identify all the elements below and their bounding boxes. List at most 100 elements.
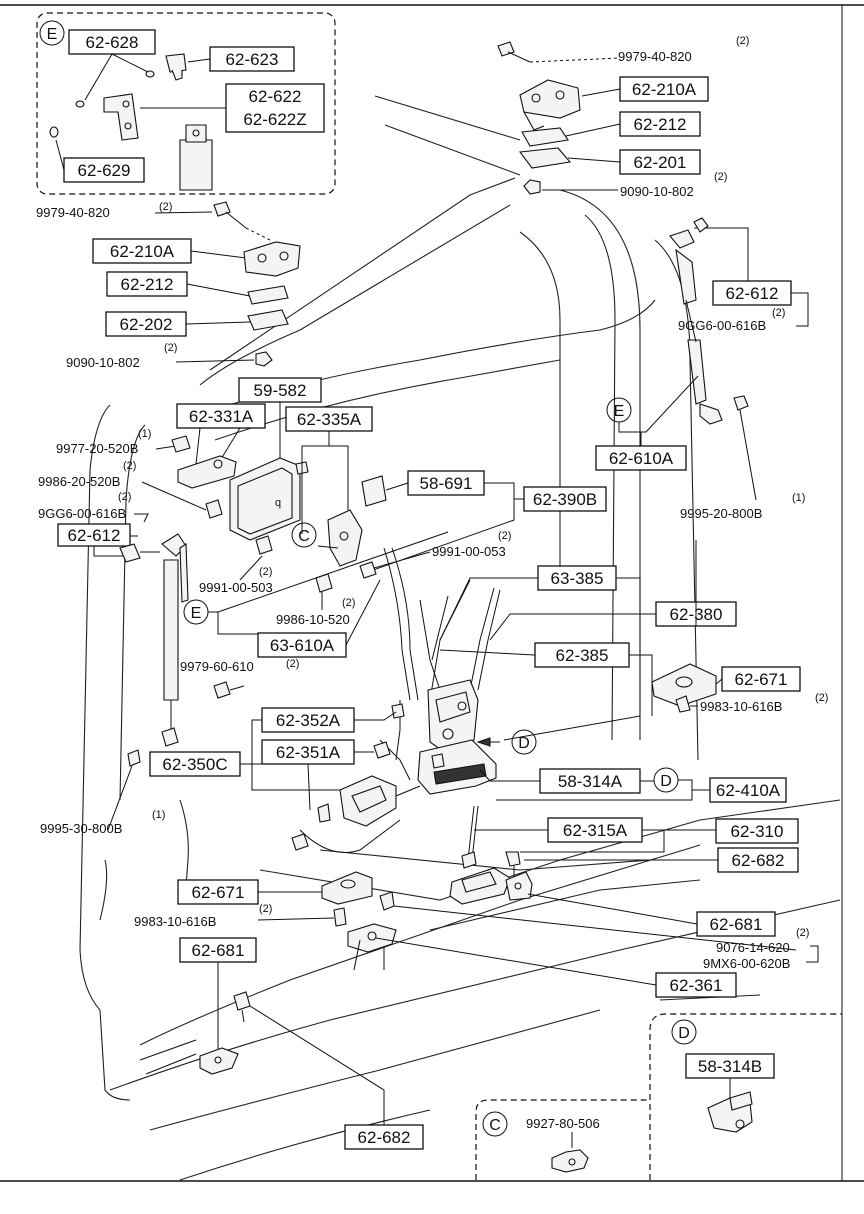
qty-9977-20-520b: (1)	[138, 428, 151, 440]
part-label-62-210a-l: 62-210A	[110, 242, 175, 261]
part-label-62-622z: 62-622Z	[243, 110, 306, 129]
inset-c-letter: C	[489, 1117, 501, 1134]
ref-9986-20-520b: 9986-20-520B	[38, 474, 120, 489]
ref-9986-10-520: 9986-10-520	[276, 612, 350, 627]
part-label-62-612-r: 62-612	[726, 284, 779, 303]
part-box-62-671-l	[177, 879, 259, 905]
part-box-62-315a	[547, 817, 643, 843]
part-label-62-201: 62-201	[634, 153, 687, 172]
right-gas-strut-group: 62-612 (2) 9GG6-00-616B E 62-610A (1) 99…	[595, 217, 809, 521]
part-box-62-671-r	[721, 666, 801, 692]
part-label-58-314a: 58-314A	[558, 772, 623, 791]
ref-9991-00-503: 9991-00-503	[199, 580, 273, 595]
callout-d-m-circle	[511, 729, 537, 755]
qty-9995-20-800b: (1)	[792, 492, 805, 504]
qty-9gg6-r: (2)	[772, 307, 785, 319]
inset-e-parts	[49, 53, 226, 191]
part-label-62-682-r: 62-682	[732, 851, 785, 870]
part-box-62-410a	[709, 777, 787, 803]
left-upper-components: 59-582 q 62-331A 62-335A (1) 9977-20-520…	[38, 377, 607, 747]
ref-9991-00-053: 9991-00-053	[432, 544, 506, 559]
part-box-62-622	[225, 83, 325, 133]
part-label-62-612-l: 62-612	[68, 526, 121, 545]
qty-9995-30-800b: (1)	[152, 809, 165, 821]
part-label-62-671-r: 62-671	[735, 670, 788, 689]
part-label-62-331a: 62-331A	[189, 407, 254, 426]
part-label-62-671-l: 62-671	[192, 883, 245, 902]
part-label-62-610a-r: 62-610A	[609, 449, 674, 468]
part-box-62-350c	[149, 751, 241, 777]
qty-9gg6-l: (2)	[118, 491, 131, 503]
part-label-62-352a: 62-352A	[276, 711, 341, 730]
ref-9995-30-800b: 9995-30-800B	[40, 821, 122, 836]
part-label-62-682-l: 62-682	[358, 1128, 411, 1147]
part-label-62-628: 62-628	[86, 33, 139, 52]
part-label-62-350c: 62-350C	[162, 755, 227, 774]
qty-9983-10-616b-r: (2)	[815, 692, 828, 704]
inset-d-letter: D	[678, 1025, 690, 1042]
part-box-62-310	[715, 818, 799, 844]
strikers-group: 62-671 9983-10-616B (2) (1) 9995-30-800B…	[40, 663, 828, 1150]
qty-9090-10-802-l: (2)	[164, 342, 177, 354]
part-label-62-629: 62-629	[78, 161, 131, 180]
qty-9983-10-616b-l: (2)	[259, 903, 272, 915]
inset-e-frame	[36, 12, 336, 195]
left-hinge-group: (2) 9979-40-820 62-210A 62-212 62-202 (2…	[36, 201, 301, 370]
part-box-62-361	[655, 972, 737, 998]
part-label-59-582: 59-582	[254, 381, 307, 400]
part-label-62-390b: 62-390B	[533, 490, 597, 509]
callout-d-r: D	[660, 773, 672, 790]
part-label-58-691: 58-691	[420, 474, 473, 493]
qty-9979-40-820-l: (2)	[159, 201, 172, 213]
part-label-62-385: 62-385	[556, 646, 609, 665]
part-label-62-210a-r: 62-210A	[632, 80, 697, 99]
part-label-62-361: 62-361	[670, 976, 723, 995]
part-box-62-629	[63, 157, 145, 183]
upper-right-hinge-group: (2) 9979-40-820 62-210A 62-212 62-201 90…	[497, 35, 749, 199]
qty-9090-10-802-r: (2)	[714, 171, 727, 183]
ref-9983-10-616b-l: 9983-10-616B	[134, 914, 216, 929]
qty-9986-20-520b: (2)	[123, 460, 136, 472]
ref-9gg6-r: 9GG6-00-616B	[678, 318, 766, 333]
part-label-62-212-l: 62-212	[121, 275, 174, 294]
part-label-63-385: 63-385	[551, 569, 604, 588]
ref-9076-14-620: 9076-14-620	[716, 940, 790, 955]
part-box-62-628	[68, 29, 156, 55]
part-label-62-681-r: 62-681	[710, 915, 763, 934]
inset-d-circle	[671, 1019, 697, 1045]
qty-9979-60-610: (2)	[286, 658, 299, 670]
part-label-62-681-l: 62-681	[192, 941, 245, 960]
inset-e: E 62-628 62-623 62-622 62-622Z 62-629	[36, 12, 336, 195]
ref-9gg6-l: 9GG6-00-616B	[38, 506, 126, 521]
part-box-62-212-r	[619, 111, 701, 137]
svg-text:q: q	[275, 497, 281, 509]
qty-9979-40-820-top: (2)	[736, 35, 749, 47]
callout-e-r: E	[614, 403, 625, 420]
part-box-62-331a	[176, 403, 266, 429]
vehicle-body-outline	[79, 95, 841, 1181]
part-box-62-681-r	[696, 911, 776, 937]
part-label-62-315a: 62-315A	[563, 821, 628, 840]
part-label-62-212-r: 62-212	[634, 115, 687, 134]
part-label-63-610a: 63-610A	[270, 636, 335, 655]
inset-c: C 9927-80-506	[475, 1099, 650, 1180]
ref-9979-40-820-top: 9979-40-820	[618, 49, 692, 64]
part-label-62-410a: 62-410A	[716, 781, 781, 800]
part-label-58-314b: 58-314B	[698, 1057, 762, 1076]
ref-9090-10-802-r: 9090-10-802	[620, 184, 694, 199]
part-box-62-201	[619, 149, 701, 175]
callout-c: C	[298, 528, 310, 545]
part-box-62-335a	[285, 406, 373, 432]
ref-9983-10-616b-r: 9983-10-616B	[700, 699, 782, 714]
ref-9995-20-800b: 9995-20-800B	[680, 506, 762, 521]
ref-9927-80-506: 9927-80-506	[526, 1116, 600, 1131]
qty-9991-00-053: (2)	[498, 530, 511, 542]
inset-c-circle	[482, 1111, 508, 1137]
inset-d: D 58-314B	[649, 1013, 842, 1180]
ref-9979-40-820-l: 9979-40-820	[36, 205, 110, 220]
callout-e-l: E	[191, 605, 202, 622]
callout-c-circle	[291, 522, 317, 548]
qty-9991-00-503: (2)	[259, 566, 272, 578]
ref-9090-10-802-l: 9090-10-802	[66, 355, 140, 370]
